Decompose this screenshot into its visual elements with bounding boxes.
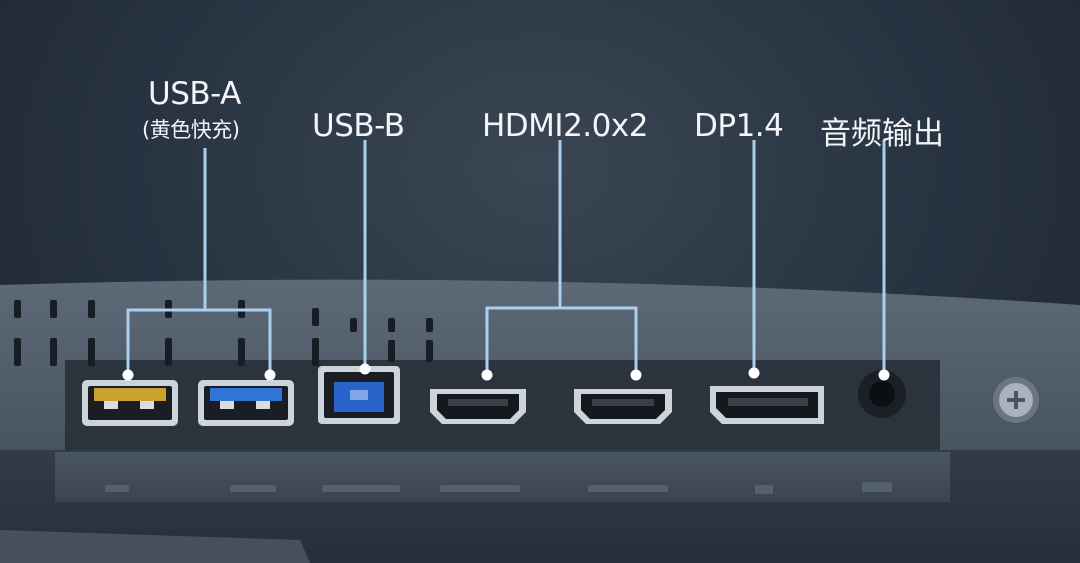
lower-edge [0, 530, 310, 563]
leader-dots [122, 363, 890, 381]
vent-slot [88, 338, 95, 366]
phillips-screw-icon [993, 377, 1039, 423]
usb-a-yellow-port [82, 380, 178, 426]
printed-port-markings [105, 482, 892, 494]
usb-b-label: USB-B [312, 108, 405, 144]
vent-slot [50, 300, 57, 318]
vent-slot [426, 340, 433, 362]
vent-slot [388, 318, 395, 332]
vent-slot [312, 338, 319, 366]
leader-dot [878, 369, 890, 381]
leader-dot [630, 369, 642, 381]
hdmi-port-1 [430, 389, 526, 424]
audio-jack [858, 370, 906, 418]
vent-slot [165, 338, 172, 366]
vent-slot [50, 338, 57, 366]
dp-label: DP1.4 [694, 108, 784, 144]
usb-a-note-label: (黄色快充) [142, 118, 240, 142]
leader-dot [264, 369, 276, 381]
leader-dot [122, 369, 134, 381]
usb-b-port [318, 366, 400, 424]
usb-a-bracket [126, 308, 272, 374]
vent-slot [14, 300, 21, 318]
usb-a-blue-port [198, 380, 294, 426]
usb-a-label: USB-A [148, 76, 241, 112]
vent-slot [14, 338, 21, 366]
leader-dot [748, 367, 760, 379]
leader-lines [126, 140, 886, 374]
leader-dot [359, 363, 371, 375]
vent-slot [88, 300, 95, 318]
vent-slot [350, 318, 357, 332]
hdmi-label: HDMI2.0x2 [482, 108, 648, 144]
hdmi-port-2 [574, 389, 672, 424]
displayport-port [710, 386, 824, 424]
leader-dot [481, 369, 493, 381]
label-strip [55, 452, 950, 502]
hdmi-bracket [485, 306, 638, 374]
vent-slot [238, 338, 245, 366]
vent-slots [14, 300, 433, 366]
audio-output-label: 音频输出 [820, 116, 944, 152]
vent-slot [426, 318, 433, 332]
vent-slot [312, 308, 319, 326]
vent-slot [388, 340, 395, 362]
